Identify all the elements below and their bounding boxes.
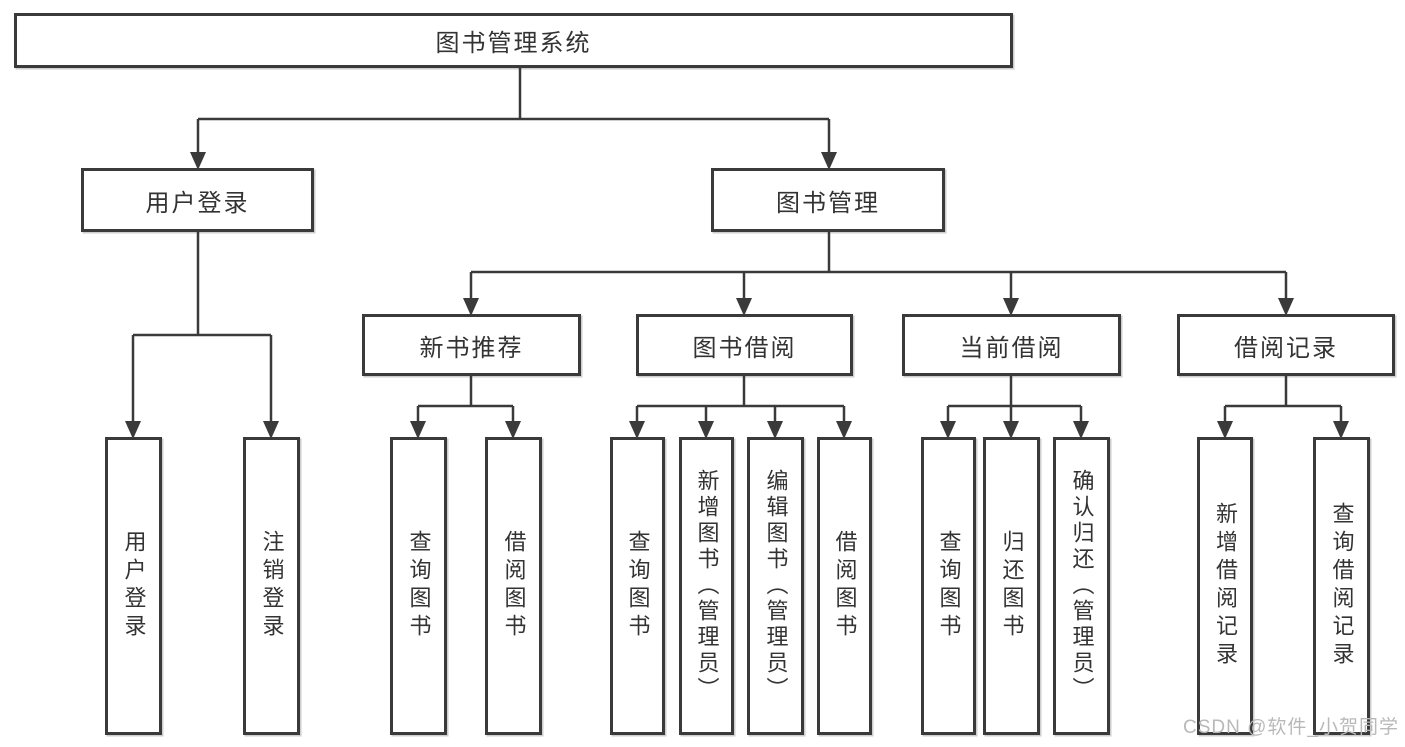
node-new-book-recommend: 新书推荐 xyxy=(362,314,581,376)
leaf-return-books-label: 归还图书 xyxy=(999,530,1025,642)
node-borrow-records: 借阅记录 xyxy=(1177,314,1395,376)
leaf-return-books: 归还图书 xyxy=(983,437,1040,735)
leaf-borrow-books-recommend-label: 借阅图书 xyxy=(501,530,527,642)
leaf-query-borrow-record: 查询借阅记录 xyxy=(1313,437,1370,735)
leaf-query-books-recommend-label: 查询图书 xyxy=(406,530,432,642)
leaf-edit-books-admin: 编辑图书（管理员） xyxy=(747,437,804,735)
leaf-query-books-borrow: 查询图书 xyxy=(610,437,665,735)
leaf-query-books-recommend: 查询图书 xyxy=(390,437,447,735)
leaf-borrow-books-recommend: 借阅图书 xyxy=(485,437,542,735)
node-root-label: 图书管理系统 xyxy=(435,30,592,57)
leaf-query-books-current-label: 查询图书 xyxy=(936,530,962,642)
node-user-login-branch-label: 用户登录 xyxy=(145,189,250,217)
node-user-login-branch: 用户登录 xyxy=(81,168,314,232)
node-book-management-branch: 图书管理 xyxy=(711,168,945,232)
node-borrow-records-label: 借阅记录 xyxy=(1234,334,1338,362)
leaf-user-login: 用户登录 xyxy=(105,437,162,735)
leaf-borrow-books-label: 借阅图书 xyxy=(832,530,858,642)
leaf-confirm-return-admin: 确认归还（管理员） xyxy=(1053,437,1110,735)
leaf-logout-label: 注销登录 xyxy=(259,530,285,642)
node-current-borrow: 当前借阅 xyxy=(902,314,1121,376)
node-book-borrow: 图书借阅 xyxy=(636,314,853,376)
leaf-add-books-admin-label: 新增图书（管理员） xyxy=(694,469,720,703)
leaf-query-books-borrow-label: 查询图书 xyxy=(625,530,651,642)
node-new-book-recommend-label: 新书推荐 xyxy=(419,334,524,362)
node-root-system: 图书管理系统 xyxy=(14,13,1013,68)
leaf-add-borrow-record-label: 新增借阅记录 xyxy=(1213,502,1238,670)
watermark: CSDN @软件_小贺同学 xyxy=(1183,717,1399,738)
leaf-confirm-return-admin-label: 确认归还（管理员） xyxy=(1069,469,1095,703)
node-current-borrow-label: 当前借阅 xyxy=(959,334,1064,362)
leaf-logout: 注销登录 xyxy=(243,437,300,735)
leaf-edit-books-admin-label: 编辑图书（管理员） xyxy=(763,469,789,703)
leaf-add-borrow-record: 新增借阅记录 xyxy=(1197,437,1253,735)
leaf-borrow-books: 借阅图书 xyxy=(817,437,872,735)
node-book-management-label: 图书管理 xyxy=(776,189,880,217)
leaf-add-books-admin: 新增图书（管理员） xyxy=(679,437,734,735)
leaf-user-login-label: 用户登录 xyxy=(121,530,147,642)
leaf-query-books-current: 查询图书 xyxy=(921,437,976,735)
leaf-query-borrow-record-label: 查询借阅记录 xyxy=(1329,502,1355,670)
node-book-borrow-label: 图书借阅 xyxy=(692,334,797,362)
